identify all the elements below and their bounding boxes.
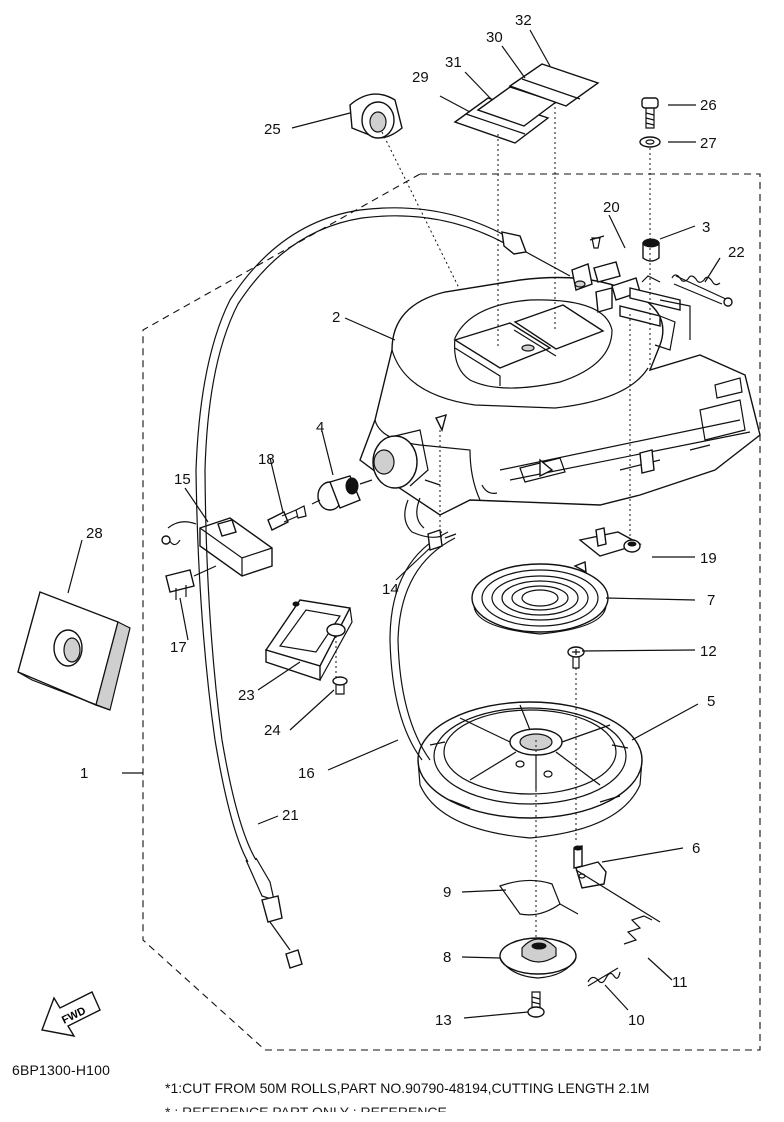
callout-23: 23	[238, 687, 255, 704]
callout-8: 8	[443, 949, 451, 966]
screw	[567, 646, 585, 669]
drive-plate	[499, 937, 577, 979]
callout-25: 25	[264, 121, 281, 138]
callout-13: 13	[435, 1012, 452, 1029]
callout-24: 24	[264, 722, 281, 739]
cable-bracket	[264, 599, 353, 681]
pull-cable	[161, 521, 217, 600]
washer	[639, 136, 661, 148]
callout-28: 28	[86, 525, 103, 542]
compression-spring	[587, 967, 621, 987]
callout-5: 5	[707, 693, 715, 710]
callout-32: 32	[515, 12, 532, 29]
callout-19: 19	[700, 550, 717, 567]
callout-26: 26	[700, 97, 717, 114]
callout-27: 27	[700, 135, 717, 152]
throttle-cable	[195, 207, 571, 969]
return-spring	[671, 274, 733, 307]
starter-cable	[389, 497, 457, 761]
callout-22: 22	[728, 244, 745, 261]
callout-18: 18	[258, 451, 275, 468]
decal-set	[453, 63, 600, 144]
collar	[642, 238, 660, 262]
callout-3: 3	[702, 219, 710, 236]
drive-bolt	[527, 991, 545, 1018]
callout-12: 12	[700, 643, 717, 660]
callout-6: 6	[692, 840, 700, 857]
callout-21: 21	[282, 807, 299, 824]
callout-11: 11	[672, 974, 688, 991]
starter-handle	[199, 517, 273, 577]
callout-9: 9	[443, 884, 451, 901]
callout-29: 29	[412, 69, 429, 86]
bolt	[641, 97, 659, 129]
sheave-drum	[417, 701, 643, 839]
callout-2: 2	[332, 309, 340, 326]
starter-lock	[571, 235, 691, 351]
pawl	[573, 845, 607, 889]
lever	[578, 527, 642, 557]
rubber-seal	[17, 591, 131, 711]
starter-case	[359, 276, 761, 516]
callout-17: 17	[170, 639, 187, 656]
callout-15: 15	[174, 471, 191, 488]
callout-16: 16	[298, 765, 315, 782]
grommet	[349, 93, 403, 139]
callout-4: 4	[316, 419, 324, 436]
drawing-code: 6BP1300-H100	[12, 1062, 111, 1078]
pawl-spring	[499, 879, 579, 916]
cable-joint	[311, 475, 373, 511]
callout-30: 30	[486, 29, 503, 46]
callout-1: 1	[80, 765, 88, 782]
assembly-boundary	[142, 173, 761, 1051]
fwd-arrow-icon: FWD	[41, 991, 101, 1037]
bracket-bolt	[332, 676, 348, 695]
footnote-cut-line: * : REFERENCE PART ONLY : REFERENCE	[165, 1104, 447, 1112]
callout-14: 14	[382, 581, 399, 598]
leader-lines	[67, 29, 721, 1019]
callout-10: 10	[628, 1012, 645, 1029]
callout-labels: 1 2 3 4 5 6 7 8 9 10 11 12 13 14 15 16 1…	[80, 12, 745, 1029]
spiral-spring	[471, 561, 609, 635]
callout-7: 7	[707, 592, 715, 609]
callout-20: 20	[603, 199, 620, 216]
friction-spring	[623, 915, 653, 945]
callout-31: 31	[445, 54, 462, 71]
footnote: *1:CUT FROM 50M ROLLS,PART NO.90790-4819…	[165, 1080, 650, 1096]
cable-end	[267, 505, 307, 531]
